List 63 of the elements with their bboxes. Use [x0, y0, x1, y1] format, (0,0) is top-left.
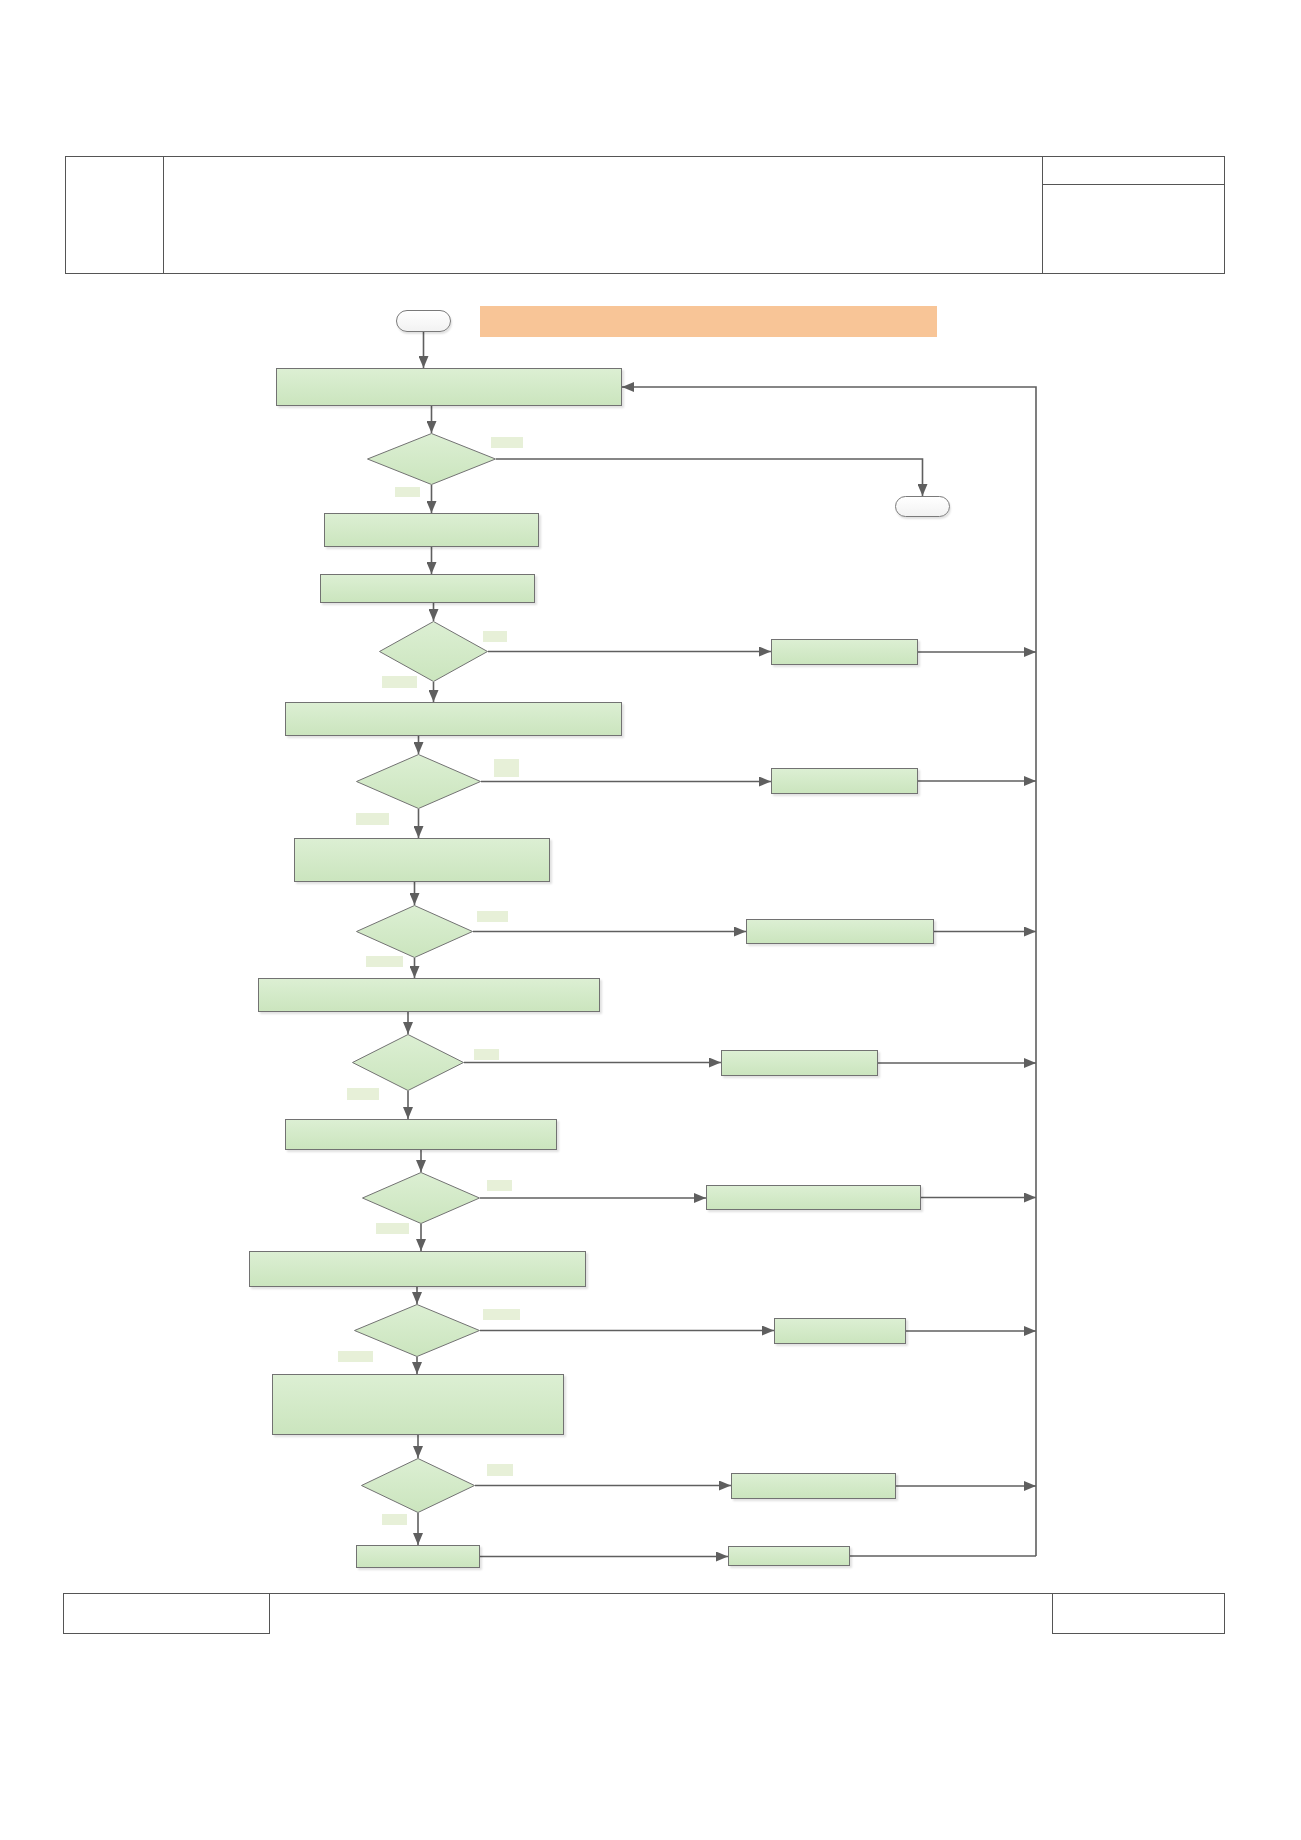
decision-diamond: [356, 754, 481, 809]
process-box: [285, 702, 622, 736]
arrow: [905, 1326, 1037, 1336]
process-box: [356, 1545, 480, 1568]
decision-diamond: [354, 1304, 480, 1357]
arrow: [409, 957, 420, 979]
arrow: [409, 881, 420, 906]
process-box: [771, 639, 918, 665]
arrow: [495, 458, 928, 497]
arrow: [413, 735, 424, 755]
arrow: [416, 1149, 426, 1173]
process-box: [258, 978, 600, 1012]
arrow: [403, 1011, 413, 1035]
arrow: [463, 1057, 722, 1068]
arrow: [920, 1192, 1037, 1203]
decision-diamond: [352, 1034, 464, 1091]
arrow: [426, 405, 437, 434]
arrow: [474, 1480, 732, 1491]
arrow: [480, 776, 772, 787]
decision-diamond: [361, 1458, 475, 1513]
process-box: [320, 574, 535, 603]
decision-diamond: [367, 433, 496, 485]
arrow: [895, 1481, 1037, 1491]
decision-diamond: [379, 621, 488, 682]
terminator: [895, 496, 950, 517]
arrow: [877, 1058, 1037, 1068]
process-box: [774, 1318, 906, 1344]
process-box: [771, 768, 918, 794]
arrow: [413, 1512, 423, 1546]
arrow: [479, 1193, 707, 1203]
process-box: [249, 1251, 586, 1287]
arrow: [479, 1551, 729, 1562]
arrow: [487, 646, 772, 657]
arrow: [933, 926, 1037, 937]
process-box: [324, 513, 539, 547]
arrow: [917, 776, 1037, 786]
process-box: [285, 1119, 557, 1150]
arrow: [917, 647, 1037, 657]
process-box: [706, 1185, 921, 1210]
process-box: [276, 368, 622, 406]
arrow: [413, 1434, 423, 1459]
arrow: [412, 1286, 422, 1305]
process-box: [272, 1374, 564, 1435]
terminator: [396, 310, 451, 332]
arrow: [428, 681, 439, 703]
arrow: [472, 926, 747, 937]
arrow: [413, 808, 424, 839]
title-band: [480, 306, 937, 337]
arrow: [418, 331, 429, 369]
arrow: [416, 1223, 426, 1252]
arrow: [479, 1325, 775, 1336]
arrow: [428, 602, 439, 622]
arrow: [426, 546, 437, 575]
process-box: [731, 1473, 896, 1499]
process-box: [294, 838, 550, 882]
process-box: [746, 919, 934, 944]
process-box: [721, 1050, 878, 1076]
arrow: [426, 484, 437, 514]
decision-diamond: [356, 905, 473, 958]
process-box: [728, 1546, 850, 1566]
arrow: [412, 1356, 422, 1375]
decision-diamond: [362, 1172, 480, 1224]
arrow: [403, 1090, 413, 1120]
